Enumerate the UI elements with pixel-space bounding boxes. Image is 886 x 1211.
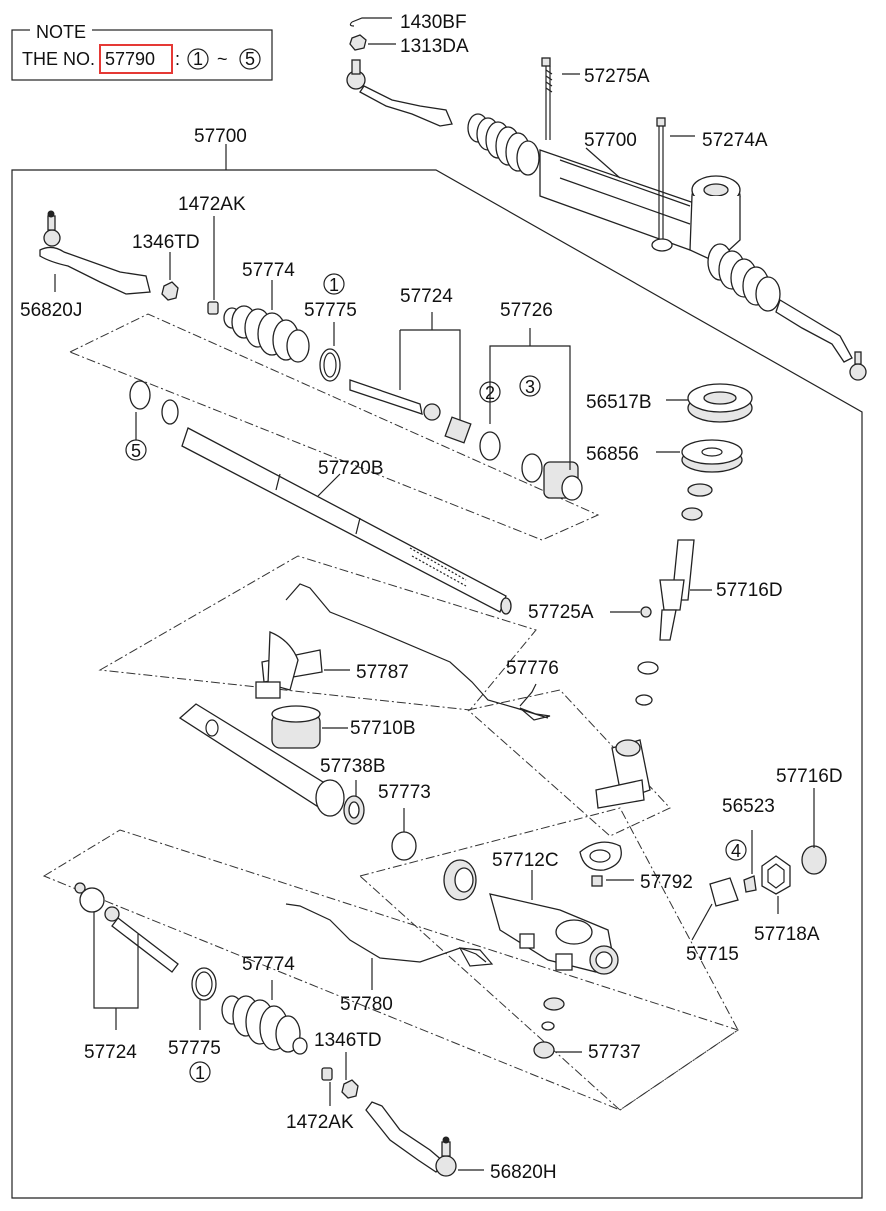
adjuster-parts <box>691 788 827 941</box>
assembly-boundary <box>11 144 863 1199</box>
label-57718A: 57718A <box>754 924 820 945</box>
label-57774-top: 57774 <box>242 260 295 281</box>
pipe-57780 <box>285 903 487 963</box>
cylinder-tube <box>178 703 345 817</box>
note-title: NOTE <box>36 22 86 42</box>
label-57720B: 57720B <box>318 458 384 479</box>
label-57787: 57787 <box>356 662 409 683</box>
boot-57774-top <box>223 280 310 363</box>
label-57725A: 57725A <box>528 602 594 623</box>
label-57275A: 57275A <box>584 66 650 87</box>
top-assembly <box>346 17 867 381</box>
label-57775-top: 57775 <box>304 300 357 321</box>
clip-1472AK-bottom <box>321 1067 333 1081</box>
label-57792: 57792 <box>640 872 693 893</box>
seal-57737 <box>533 1041 555 1059</box>
circled-1-top: 1 <box>329 275 339 295</box>
label-56856: 56856 <box>586 444 639 465</box>
label-57726: 57726 <box>500 300 553 321</box>
label-1313DA: 1313DA <box>400 36 469 57</box>
label-1472AK-bottom: 1472AK <box>286 1112 354 1133</box>
dashed-groups <box>42 313 740 1111</box>
inner-tierod-57724-top <box>349 312 472 444</box>
label-57274A: 57274A <box>702 130 768 151</box>
boot-57774-bottom <box>221 980 308 1055</box>
label-1430BF: 1430BF <box>400 12 467 33</box>
label-57700-box: 57700 <box>194 126 247 147</box>
circled-5: 5 <box>131 441 141 461</box>
label-1346TD-bottom: 1346TD <box>314 1030 382 1051</box>
circled-2: 2 <box>485 383 495 403</box>
label-57773: 57773 <box>378 782 431 803</box>
note-separator: : <box>175 49 180 69</box>
label-1346TD-top: 1346TD <box>132 232 200 253</box>
note-range-tilde: ~ <box>217 49 228 69</box>
label-57715: 57715 <box>686 944 739 965</box>
label-56820J: 56820J <box>20 300 82 321</box>
bracket-57787 <box>255 631 350 699</box>
label-56523: 56523 <box>722 796 775 817</box>
mount-57710B <box>271 705 348 749</box>
nut-1346TD-bottom <box>341 1079 359 1099</box>
oring-57773 <box>391 831 417 861</box>
label-57774-bottom: 57774 <box>242 954 295 975</box>
circled-1-bottom: 1 <box>195 1063 205 1083</box>
label-57738B: 57738B <box>320 756 386 777</box>
nut-1346TD-top <box>161 281 179 301</box>
label-57780: 57780 <box>340 994 393 1015</box>
note-highlight-box <box>99 44 173 74</box>
label-56517B: 56517B <box>586 392 652 413</box>
label-57724-bottom: 57724 <box>84 1042 137 1063</box>
pipe-57776 <box>285 583 549 719</box>
label-57716D-upper: 57716D <box>716 580 783 601</box>
circled-3: 3 <box>525 377 535 397</box>
label-57710B: 57710B <box>350 718 416 739</box>
clamp-57775-top <box>319 348 341 382</box>
label-57700-top: 57700 <box>584 130 637 151</box>
note-box: NOTE THE NO. 57790 : 1 ~ 5 <box>11 20 273 81</box>
clip-1472AK-top <box>207 301 219 315</box>
rack-57720B <box>181 427 512 615</box>
label-56820H: 56820H <box>490 1162 557 1183</box>
inner-tierod-57724-bottom <box>74 882 179 1030</box>
circled-refs: 1 2 3 5 4 1 <box>125 273 741 1083</box>
gear-housing-57712C <box>443 841 634 975</box>
label-57775-bottom: 57775 <box>168 1038 221 1059</box>
note-prefix: THE NO. <box>22 49 95 69</box>
part-labels: 1430BF 1313DA 57275A 57700 57274A 57700 … <box>20 12 843 1183</box>
note-range-from: 1 <box>193 49 203 69</box>
label-57737: 57737 <box>588 1042 641 1063</box>
label-57724-top: 57724 <box>400 286 453 307</box>
part-56820J-drawing <box>39 210 151 295</box>
pinion-parts-right <box>595 383 753 809</box>
note-part-number: 57790 <box>105 49 155 69</box>
label-57716D-lower: 57716D <box>776 766 843 787</box>
circled-4: 4 <box>731 841 741 861</box>
seals-57726 <box>479 328 583 501</box>
label-1472AK-top: 1472AK <box>178 194 246 215</box>
label-57712C: 57712C <box>492 850 559 871</box>
note-range-to: 5 <box>245 49 255 69</box>
label-57776: 57776 <box>506 658 559 679</box>
part-56820H-drawing <box>365 1101 484 1177</box>
